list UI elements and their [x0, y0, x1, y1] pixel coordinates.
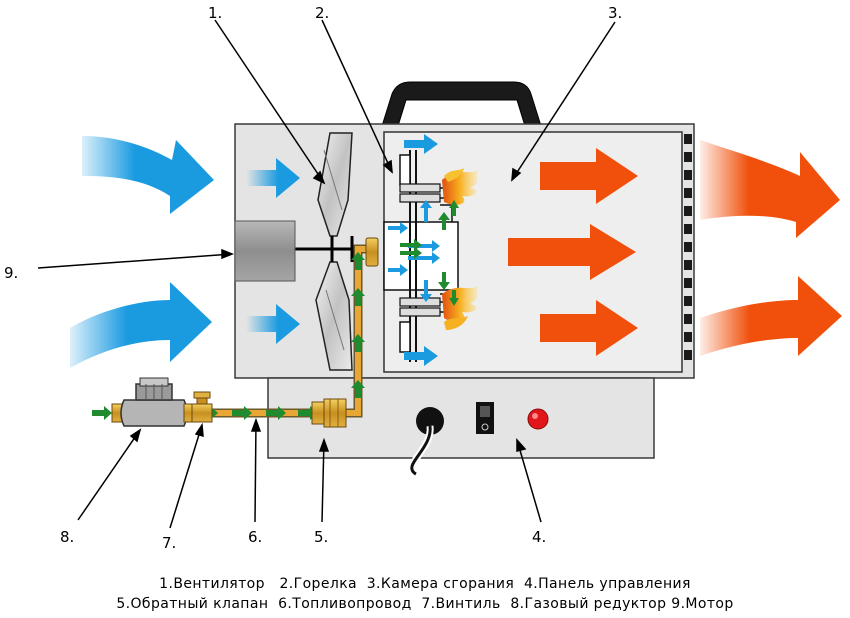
cold-air-arrow-bottom	[70, 282, 212, 368]
flame-bottom	[442, 286, 478, 330]
chamber-heat-arrow-middle	[508, 224, 636, 280]
hot-air-arrow-top	[700, 140, 840, 238]
legend-line-2: 5.Обратный клапан 6.Топливопровод 7.Винт…	[116, 596, 734, 612]
hot-air-arrow-bottom	[700, 276, 842, 356]
flame-top	[442, 168, 478, 205]
label-9: 9.	[4, 264, 18, 282]
chamber-heat-arrow-bottom	[540, 300, 638, 356]
gas-regulator	[111, 377, 193, 427]
label-2: 2.	[315, 4, 329, 22]
motor	[234, 220, 296, 282]
check-valve	[311, 398, 347, 428]
burner-airflow-arrows	[388, 134, 440, 366]
leader-lines	[37, 19, 616, 529]
power-switch[interactable]	[476, 402, 494, 434]
valve	[191, 391, 213, 423]
burner-inlet-fitting	[365, 237, 379, 267]
cold-air-arrow-top	[82, 136, 214, 214]
exhaust-grill	[684, 134, 692, 360]
label-6: 6.	[248, 528, 262, 546]
indicator-lamp	[527, 408, 549, 430]
gas-flow-arrows	[92, 200, 459, 420]
fan-intake-arrow-bottom	[246, 304, 300, 344]
legend-line-1: 1.Вентилятор 2.Горелка 3.Камера сгорания…	[159, 576, 691, 592]
label-4: 4.	[532, 528, 546, 546]
label-5: 5.	[314, 528, 328, 546]
label-3: 3.	[608, 4, 622, 22]
chamber-heat-arrow-top	[540, 148, 638, 204]
carry-handle	[381, 81, 542, 127]
label-8: 8.	[60, 528, 74, 546]
power-cord	[408, 407, 444, 478]
label-1: 1.	[208, 4, 222, 22]
fan-intake-arrow-top	[246, 158, 300, 198]
label-7: 7.	[162, 534, 176, 552]
